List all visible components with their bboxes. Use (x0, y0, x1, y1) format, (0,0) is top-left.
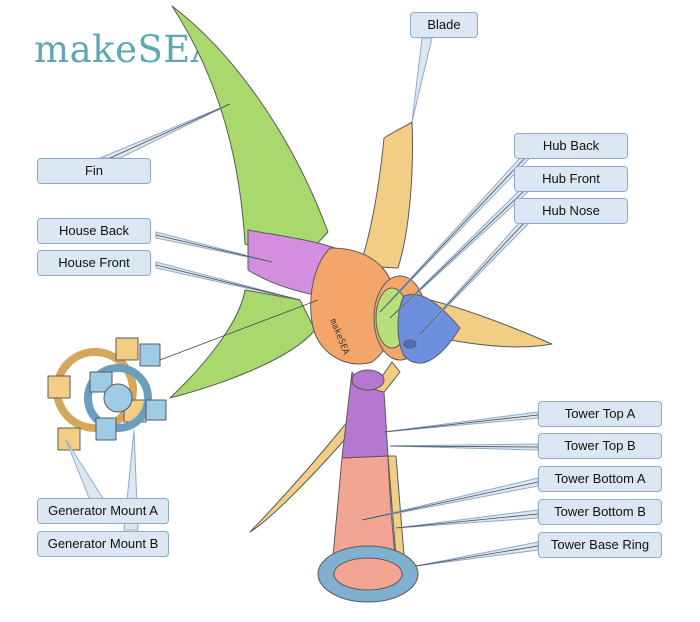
label-fin: Fin (37, 158, 151, 184)
leader-line-house-back (155, 234, 273, 263)
blade-top (359, 121, 413, 269)
leader-line-generator (159, 299, 319, 361)
generator-mount-a-part (47, 337, 147, 451)
leader-fin (99, 103, 231, 159)
leader-tower-bottom-b (395, 509, 539, 529)
house-front-part (310, 247, 396, 365)
base-ring-inner (333, 557, 403, 591)
fin-upper (171, 5, 329, 263)
leader-line-tower-top-b (389, 445, 539, 448)
makesea-logo: makeSEA (34, 28, 219, 71)
label-tower-top-b: Tower Top B (538, 433, 662, 459)
hub-nose-dot (403, 339, 417, 349)
label-generator-mount-b: Generator Mount B (37, 531, 169, 557)
leader-line-tower-bottom-a (361, 481, 539, 521)
leader-line-hub-front (389, 189, 526, 319)
label-tower-bottom-a: Tower Bottom A (538, 466, 662, 492)
label-tower-bottom-b: Tower Bottom B (538, 499, 662, 525)
label-hub-nose: Hub Nose (514, 198, 628, 224)
label-blade: Blade (410, 12, 478, 38)
hub-nose-part (397, 293, 461, 364)
label-tower-top-a: Tower Top A (538, 401, 662, 427)
blade-right (429, 299, 553, 348)
leader-generator-mount-a (65, 439, 105, 501)
leader-line-house-front (155, 264, 301, 301)
tower-neck (351, 369, 385, 391)
leader-line-hub-back (379, 157, 526, 313)
label-generator-mount-a: Generator Mount A (37, 498, 169, 524)
leader-line-hub-nose (419, 221, 526, 335)
leader-hub-front (389, 189, 532, 319)
leader-blade (411, 37, 433, 123)
leader-line-tower-top-a (383, 414, 539, 433)
label-hub-front: Hub Front (514, 166, 628, 192)
label-hub-back: Hub Back (514, 133, 628, 159)
generator-mount-b-part (84, 343, 167, 441)
fin-lower (169, 289, 316, 399)
leader-line-tower-base-ring (415, 545, 539, 567)
label-house-front: House Front (37, 250, 151, 276)
leader-line-fin (109, 103, 231, 159)
leader-tower-top-a (383, 411, 539, 433)
leader-line-tower-bottom-b (395, 513, 539, 529)
label-house-back: House Back (37, 218, 151, 244)
leader-tower-base-ring (415, 541, 539, 567)
label-tower-base-ring: Tower Base Ring (538, 532, 662, 558)
